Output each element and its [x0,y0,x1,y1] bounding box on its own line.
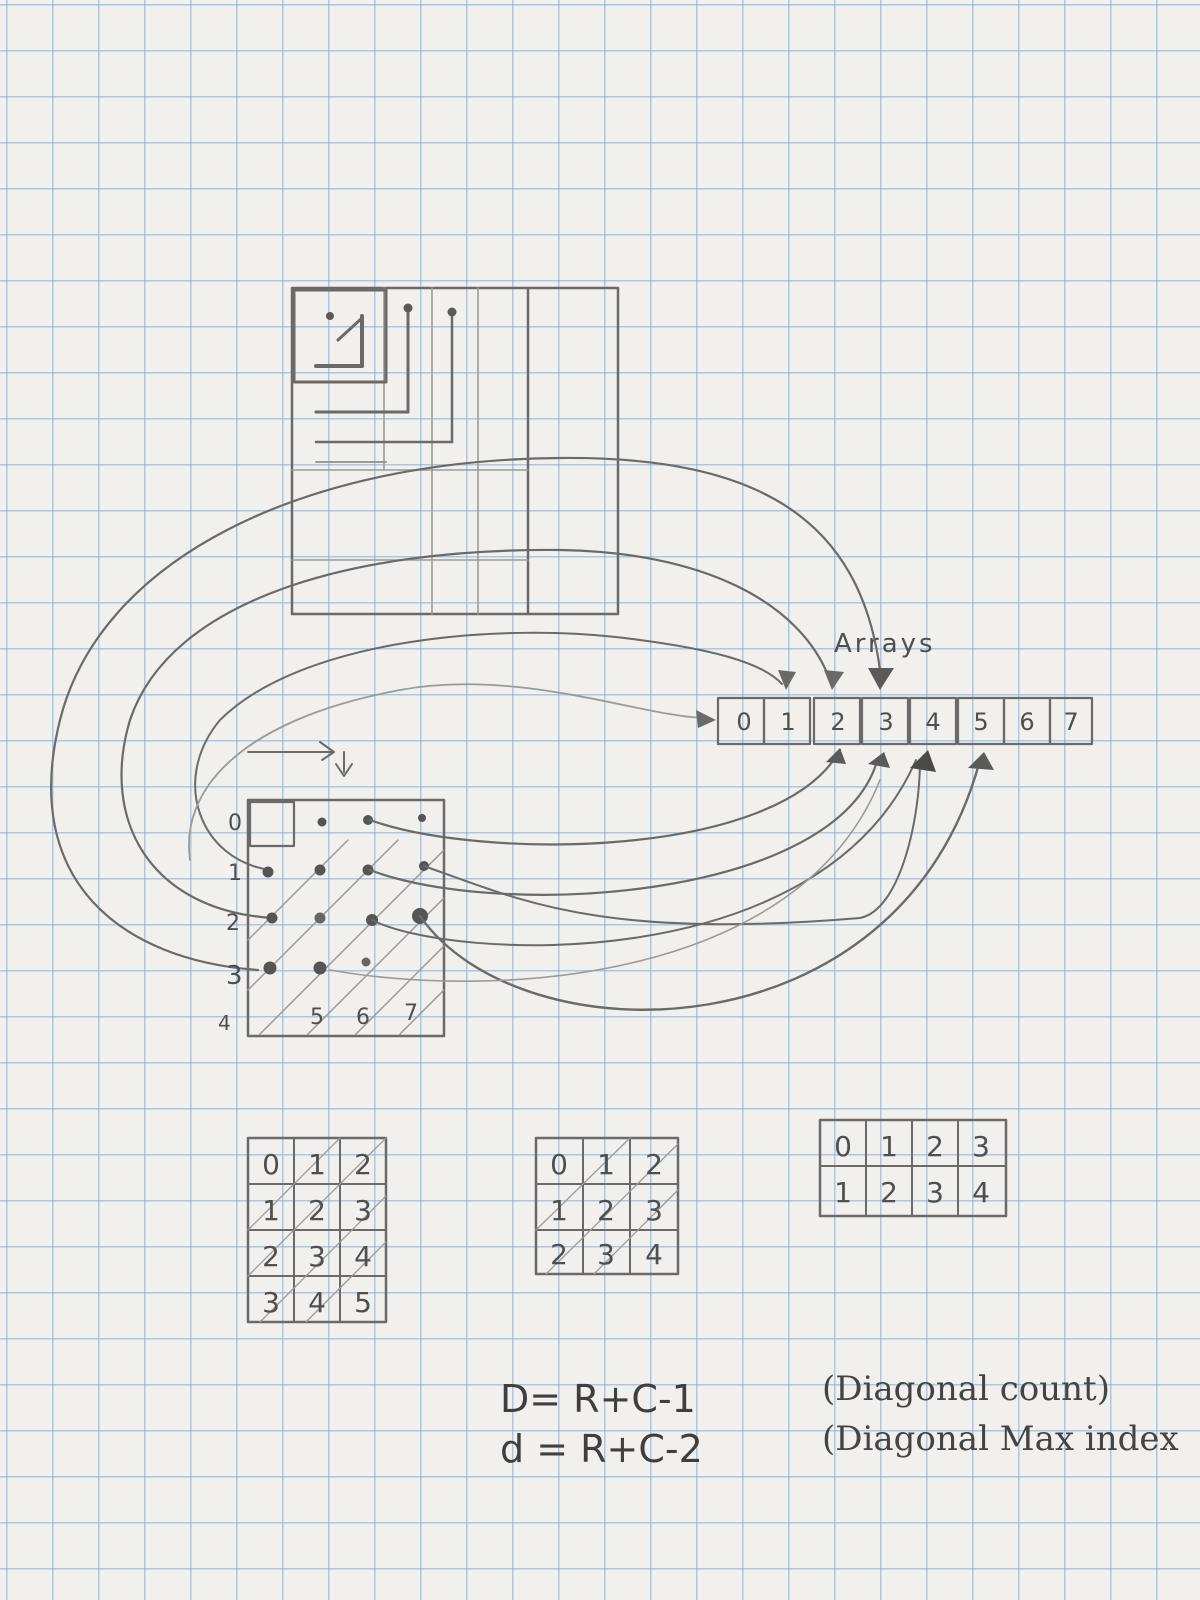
bottom-label-7: 7 [404,1001,418,1026]
ex1-r2c1: 3 [308,1240,326,1273]
ex2-r0c1: 1 [597,1148,615,1181]
diagonal-matrix: 0 1 2 3 4 5 6 7 [218,742,444,1036]
ex1-r3c0: 3 [262,1286,280,1319]
array-cell-1: 1 [780,708,795,736]
bottom-mapping-arrows [330,748,994,1010]
note-diagonal-max-index: (Diagonal Max index [822,1419,1179,1459]
row-label-0: 0 [228,811,242,836]
ex2-r1c0: 1 [550,1194,568,1227]
note-diagonal-count: (Diagonal count) [822,1369,1110,1409]
formula-diagonal-max-index: d = R+C-2 [500,1427,703,1471]
example-grid-4x3: 0 1 2 1 2 3 2 3 4 3 4 5 [248,1138,386,1322]
bottom-label-5: 5 [310,1005,324,1030]
ex1-r1c1: 2 [308,1194,326,1227]
ex3-r0c0: 0 [834,1130,852,1163]
ex2-r2c1: 3 [597,1238,615,1271]
formula-diagonal-count: D= R+C-1 [500,1377,696,1421]
array-strip: Arrays 0 1 2 3 4 5 6 7 [718,629,1092,744]
example-grid-2x4: 0 1 2 3 1 2 3 4 [820,1120,1006,1216]
ex2-r2c2: 4 [645,1238,663,1271]
ex2-r0c2: 2 [645,1148,663,1181]
top-square-grid [292,288,618,614]
row-label-1: 1 [228,861,242,886]
row-label-3: 3 [226,961,243,991]
ex1-r1c2: 3 [354,1194,372,1227]
row-label-2: 2 [226,911,240,936]
ex2-r1c1: 2 [597,1194,615,1227]
example-grid-3x3: 0 1 2 1 2 3 2 3 4 [536,1138,678,1274]
ex1-r2c0: 2 [262,1240,280,1273]
ex3-r1c0: 1 [834,1176,852,1209]
ex3-r0c3: 3 [972,1130,990,1163]
array-cell-5: 5 [973,708,988,736]
ex2-r0c0: 0 [550,1148,568,1181]
ex2-r2c0: 2 [550,1238,568,1271]
ex3-r1c1: 2 [880,1176,898,1209]
top-mapping-arrows [51,458,894,970]
ex2-r1c2: 3 [645,1194,663,1227]
ex1-r1c0: 1 [262,1194,280,1227]
ex1-r0c1: 1 [308,1148,326,1181]
ex1-r3c1: 4 [308,1286,326,1319]
array-label: Arrays [834,629,936,659]
ex1-r0c2: 2 [354,1148,372,1181]
array-cell-3: 3 [878,708,893,736]
ex1-r3c2: 5 [354,1286,372,1319]
ex1-r2c2: 4 [354,1240,372,1273]
array-cell-6: 6 [1019,708,1034,736]
array-cell-7: 7 [1063,708,1078,736]
bottom-label-6: 6 [356,1005,370,1030]
ex3-r0c1: 1 [880,1130,898,1163]
ex1-r0c0: 0 [262,1148,280,1181]
bottom-label-4: 4 [218,1011,231,1035]
ex3-r0c2: 2 [926,1130,944,1163]
formulas: D= R+C-1 (Diagonal count) d = R+C-2 (Dia… [500,1369,1179,1471]
array-cell-2: 2 [830,708,845,736]
ex3-r1c2: 3 [926,1176,944,1209]
array-cell-0: 0 [736,708,751,736]
array-cell-4: 4 [925,708,940,736]
ex3-r1c3: 4 [972,1176,990,1209]
